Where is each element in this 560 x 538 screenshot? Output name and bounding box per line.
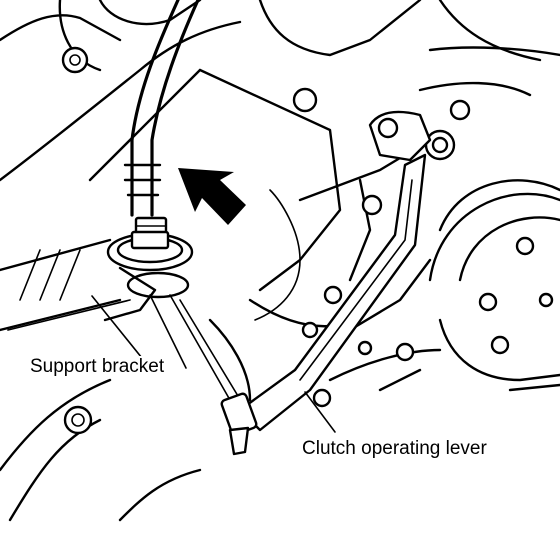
engine-housing <box>0 0 560 522</box>
arrow-icon <box>178 168 246 225</box>
operating-lever <box>220 110 456 456</box>
support-bracket-label: Support bracket <box>28 356 167 378</box>
support-bracket <box>7 266 239 401</box>
clutch-operating-lever-label: Clutch operating lever <box>300 438 489 460</box>
flywheel <box>428 179 560 392</box>
bolts <box>61 46 471 435</box>
leader-lines <box>149 294 336 433</box>
cable-nut <box>106 216 194 299</box>
clutch-cable <box>123 0 200 217</box>
